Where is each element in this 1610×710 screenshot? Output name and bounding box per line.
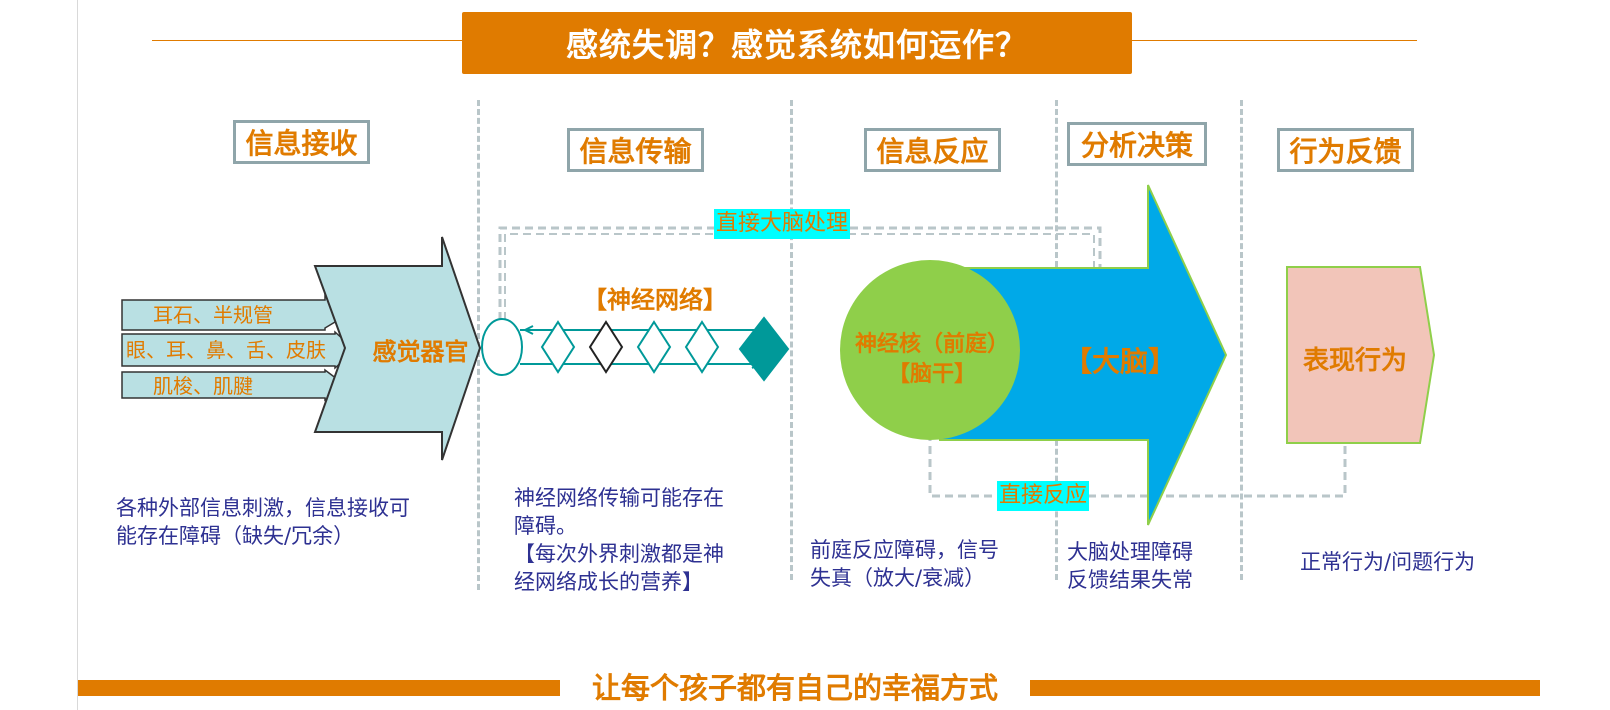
desc-decide: 大脑处理障碍 反馈结果失常 <box>1067 538 1237 594</box>
desc-receive-line: 各种外部信息刺激，信息接收可 <box>116 496 410 520</box>
left-border-line <box>77 0 78 710</box>
desc-react-line: 前庭反应障碍，信号 <box>810 538 999 562</box>
slogan: 让每个孩子都有自己的幸福方式 <box>560 665 1030 707</box>
brainstem-label-line2: 【脑干】 <box>887 362 976 387</box>
behavior-label: 表现行为 <box>1302 346 1407 376</box>
title-rule-right <box>1132 40 1417 41</box>
direct-brain-path-label: 直接大脑处理 <box>714 209 851 239</box>
desc-feedback-line: 正常行为/问题行为 <box>1300 550 1476 574</box>
desc-transmit-line: 【每次外界刺激都是神 <box>514 542 724 566</box>
stage-header-react: 信息反应 <box>864 128 1001 172</box>
stage-header-receive: 信息接收 <box>233 120 370 164</box>
desc-receive: 各种外部信息刺激，信息接收可 能存在障碍（缺失/冗余） <box>116 494 466 550</box>
desc-transmit-line: 障碍。 <box>514 514 577 538</box>
behavior-shape <box>1286 266 1436 444</box>
direct-reaction-path-label: 直接反应 <box>997 481 1090 511</box>
stage-divider <box>1240 100 1243 580</box>
desc-feedback: 正常行为/问题行为 <box>1300 548 1540 576</box>
desc-receive-line: 能存在障碍（缺失/冗余） <box>116 524 355 548</box>
stage-header-decide: 分析决策 <box>1067 122 1207 166</box>
sensory-organ-arrow <box>313 236 482 461</box>
brainstem-label-line1: 神经核（前庭） <box>854 332 1009 357</box>
stage-header-transmit: 信息传输 <box>567 128 704 172</box>
title-rule-left <box>152 40 462 41</box>
stage-divider <box>790 100 793 580</box>
desc-transmit-line: 神经网络传输可能存在 <box>514 486 724 510</box>
input-label-proprio: 肌梭、肌腱 <box>153 374 253 398</box>
neural-network-label: 【神经网络】 <box>583 286 727 314</box>
brain-arrow <box>939 184 1228 526</box>
desc-transmit-line: 经网络成长的营养】 <box>514 570 703 594</box>
desc-react-line: 失真（放大/衰减） <box>810 566 986 590</box>
input-label-senses: 眼、耳、鼻、舌、皮肤 <box>126 338 326 362</box>
neural-network-chain <box>481 316 790 382</box>
brain-label: 【大脑】 <box>1063 345 1176 378</box>
input-label-vestibular: 耳石、半规管 <box>153 303 273 327</box>
brainstem-label: 神经核（前庭） 【脑干】 <box>842 330 1022 390</box>
sensory-organ-label: 感觉器官 <box>372 338 469 366</box>
desc-decide-line: 反馈结果失常 <box>1067 568 1193 592</box>
desc-decide-line: 大脑处理障碍 <box>1067 540 1193 564</box>
desc-transmit: 神经网络传输可能存在 障碍。 【每次外界刺激都是神 经网络成长的营养】 <box>514 484 774 596</box>
brainstem-circle <box>840 260 1020 440</box>
page-title: 感统失调？感觉系统如何运作？ <box>462 12 1132 74</box>
stage-header-feedback: 行为反馈 <box>1277 128 1414 172</box>
desc-react: 前庭反应障碍，信号 失真（放大/衰减） <box>810 536 1050 592</box>
